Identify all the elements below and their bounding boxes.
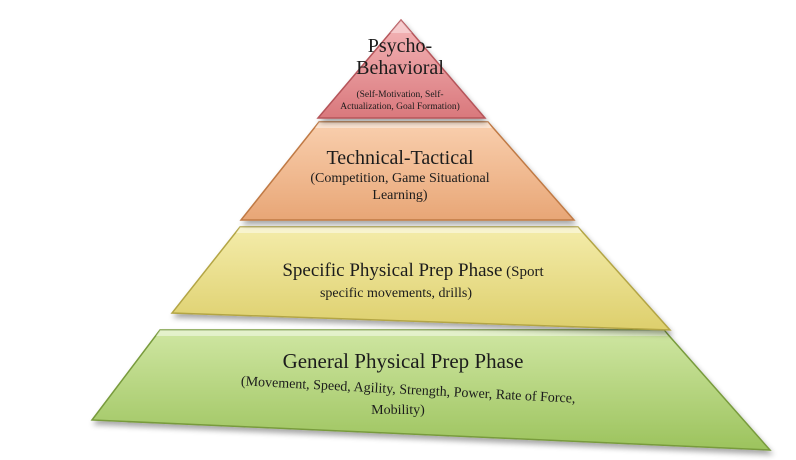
- specific-physical-prep-detail-inline: (Sport: [502, 264, 544, 280]
- general-physical-prep-title: General Physical Prep Phase: [283, 349, 524, 373]
- tier-psycho-behavioral-highlight: [390, 20, 412, 33]
- psycho-behavioral-title-line-1: Psycho-: [368, 35, 432, 57]
- psycho-behavioral-detail-line-1: (Self-Motivation, Self-: [356, 89, 443, 100]
- tier-psycho-behavioral: [316, 18, 487, 119]
- tier-technical-tactical: [239, 121, 576, 221]
- technical-tactical-detail-line-2: Learning): [372, 188, 428, 203]
- specific-physical-prep-heading: Specific Physical Prep Phase (Sport: [282, 260, 544, 281]
- technical-tactical-title: Technical-Tactical: [326, 147, 474, 169]
- general-physical-prep-detail-line-2: Mobility): [371, 403, 425, 418]
- specific-physical-prep-detail-line-1: specific movements, drills): [320, 286, 472, 301]
- tier-specific-physical-prep-highlight: [236, 227, 582, 233]
- tier-technical-tactical-highlight: [315, 122, 492, 128]
- tier-general-physical-prep: [90, 329, 772, 451]
- tier-psycho-behavioral-shape: [316, 18, 487, 119]
- technical-tactical-detail-line-1: (Competition, Game Situational: [310, 171, 489, 186]
- psycho-behavioral-title-line-2: Behavioral: [356, 57, 444, 79]
- psycho-behavioral-detail-line-2: Actualization, Goal Formation): [340, 101, 460, 112]
- tier-specific-physical-prep: [170, 226, 672, 331]
- specific-physical-prep-title: Specific Physical Prep Phase: [282, 260, 502, 281]
- tier-general-physical-prep-highlight: [156, 330, 668, 336]
